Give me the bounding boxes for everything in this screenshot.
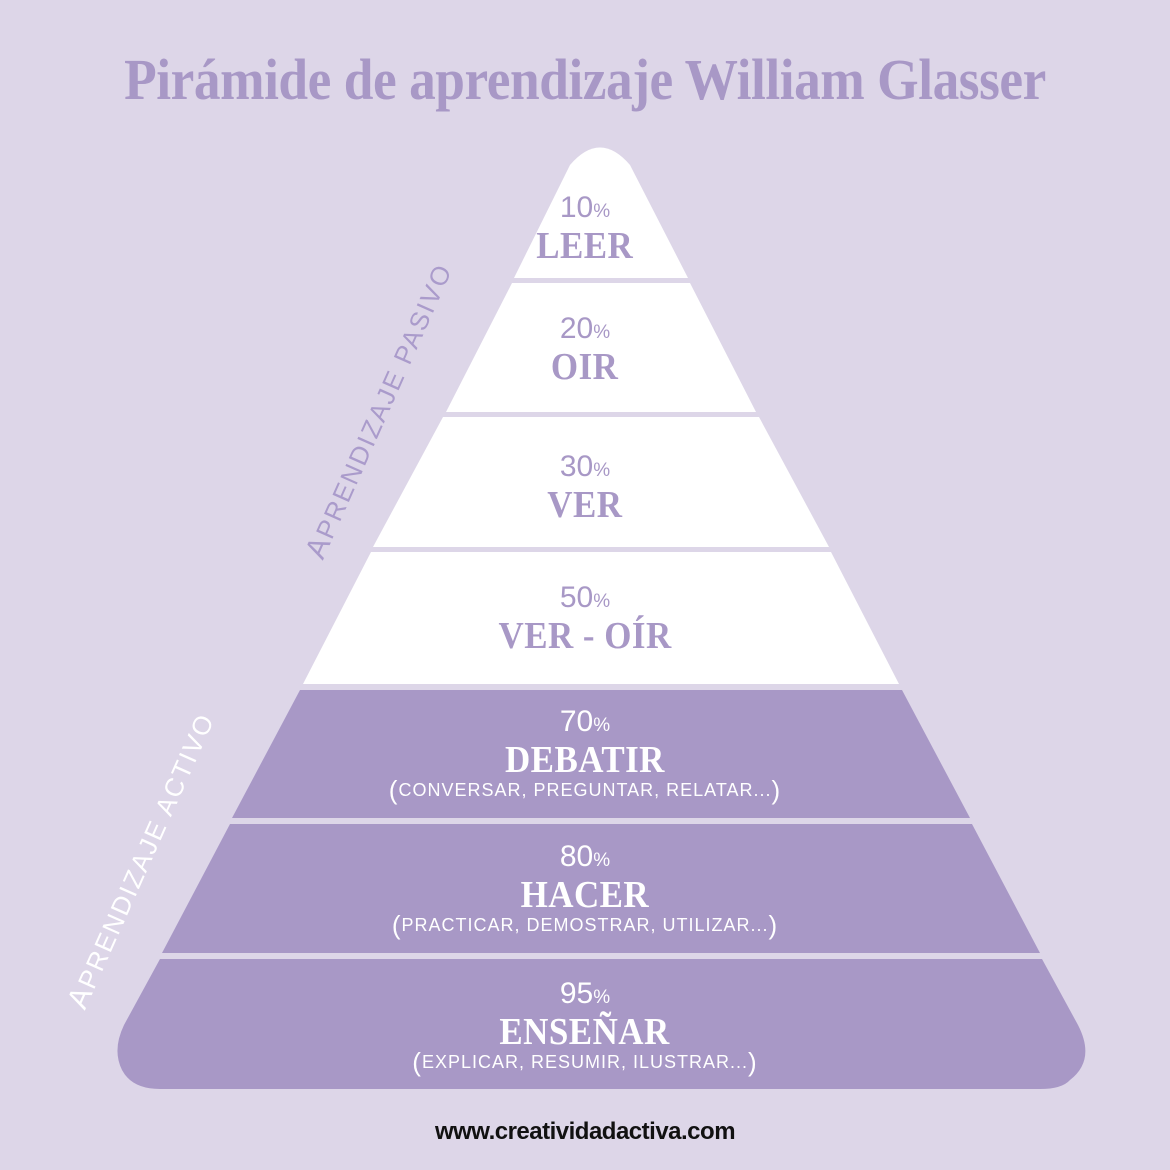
tier-examples: (EXPLICAR, RESUMIR, ILUSTRAR...) xyxy=(412,1047,758,1077)
tier-percent: 30% xyxy=(559,450,611,483)
tier-percent: 50% xyxy=(559,581,611,614)
tier-shape-hacer xyxy=(162,824,1040,953)
tier-label: HACER xyxy=(520,874,650,916)
tier-leer: 10% LEER xyxy=(0,191,1170,267)
tier-label: LEER xyxy=(536,225,634,267)
tier-oir: 20% OIR xyxy=(0,312,1170,388)
tier-debatir: 70% DEBATIR (CONVERSAR, PREGUNTAR, RELAT… xyxy=(0,705,1170,805)
tier-ver: 30% VER xyxy=(0,450,1170,526)
tier-label: VER xyxy=(547,484,623,526)
tier-shape-ensenar xyxy=(117,959,1086,1089)
tier-percent: 80% xyxy=(559,840,611,873)
tier-percent: 10% xyxy=(559,191,611,224)
tier-percent: 20% xyxy=(559,312,611,345)
tier-ensenar: 95% ENSEÑAR (EXPLICAR, RESUMIR, ILUSTRAR… xyxy=(0,977,1170,1077)
tier-percent: 95% xyxy=(559,977,611,1010)
tier-shape-oir xyxy=(446,283,756,412)
tier-label: DEBATIR xyxy=(505,739,665,781)
tier-label: VER - OÍR xyxy=(498,615,672,657)
tier-shape-ver xyxy=(373,417,829,547)
footer-url[interactable]: www.creatividadactiva.com xyxy=(434,1118,736,1145)
tier-shape-leer xyxy=(514,147,688,278)
tier-label: OIR xyxy=(551,346,619,388)
tier-shape-debatir xyxy=(232,690,970,818)
tier-shape-ver-oir xyxy=(303,552,899,684)
tier-examples: (PRACTICAR, DEMOSTRAR, UTILIZAR...) xyxy=(391,910,779,940)
tier-label: ENSEÑAR xyxy=(499,1011,671,1053)
tier-ver-oir: 50% VER - OÍR xyxy=(0,581,1170,657)
tier-hacer: 80% HACER (PRACTICAR, DEMOSTRAR, UTILIZA… xyxy=(0,840,1170,940)
tier-percent: 70% xyxy=(559,705,611,738)
tier-examples: (CONVERSAR, PREGUNTAR, RELATAR...) xyxy=(388,775,782,805)
page-title: Pirámide de aprendizaje William Glasser xyxy=(124,47,1046,112)
